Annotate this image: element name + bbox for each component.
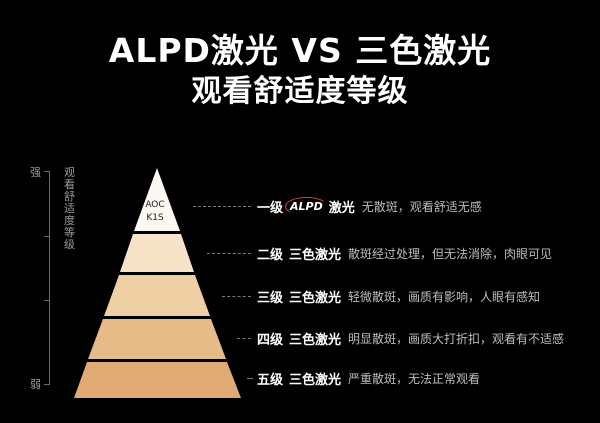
level-tech: 激光: [328, 200, 355, 216]
level-name: 三级: [257, 290, 284, 306]
pyramid-tier-3: [104, 275, 210, 316]
level-row-3: 三级 三色激光 轻微散斑，画质有影响，人眼有感知: [257, 286, 540, 306]
level-tech: 三色激光: [289, 247, 342, 263]
level-name: 二级: [257, 247, 284, 263]
level-tech: 三色激光: [289, 372, 342, 388]
scale-tick: [44, 384, 50, 385]
pyramid-tier-2: [120, 234, 194, 272]
pyramid-tier-5: [74, 362, 241, 398]
title-line-2: 观看舒适度等级: [191, 74, 409, 109]
level-name: 五级: [257, 372, 284, 388]
level-tech: 三色激光: [289, 332, 342, 348]
alpd-logo: ALPD: [285, 196, 328, 216]
connector-level-4: [237, 338, 251, 339]
level-tech: 三色激光: [289, 290, 342, 306]
level-description: 散斑经过处理，但无法消除，肉眼可见: [348, 246, 553, 261]
scale-weak-label: 弱: [30, 378, 41, 391]
level-description: 明显散斑，画质大打折扣，观看有不适感: [348, 331, 565, 346]
level-row-5: 五级 三色激光 严重散斑，无法正常观看: [257, 368, 480, 388]
title-line-1: ALPD激光 VS 三色激光: [108, 31, 492, 70]
pyramid-tier-4: [88, 319, 226, 359]
level-row-4: 四级 三色激光 明显散斑，画质大打折扣，观看有不适感: [257, 328, 564, 348]
scale-strong-label: 强: [30, 166, 41, 179]
pyramid-tier-1: [134, 168, 180, 231]
scale-axis-label: 观看舒适度等级: [64, 166, 75, 251]
connector-level-5: [247, 378, 253, 379]
scale-axis-line: [49, 171, 50, 385]
scale-tick: [44, 171, 50, 172]
apex-label-line-1: AOC: [145, 200, 165, 210]
level-description: 严重散斑，无法正常观看: [348, 371, 481, 386]
level-name: 四级: [257, 332, 284, 348]
level-row-2: 二级 三色激光 散斑经过处理，但无法消除，肉眼可见: [257, 243, 552, 263]
connector-level-1: [193, 206, 251, 207]
connector-level-2: [207, 253, 251, 254]
scale-tick: [44, 236, 50, 237]
scale-tick: [44, 300, 50, 301]
level-name: 一级: [257, 200, 284, 216]
level-row-1: 一级 ALPD 激光 无散斑，观看舒适无感: [257, 196, 482, 216]
level-description: 轻微散斑，画质有影响，人眼有感知: [348, 289, 541, 304]
apex-label-line-2: K1S: [146, 213, 164, 223]
level-description: 无散斑，观看舒适无感: [361, 199, 482, 214]
connector-level-3: [222, 296, 251, 297]
